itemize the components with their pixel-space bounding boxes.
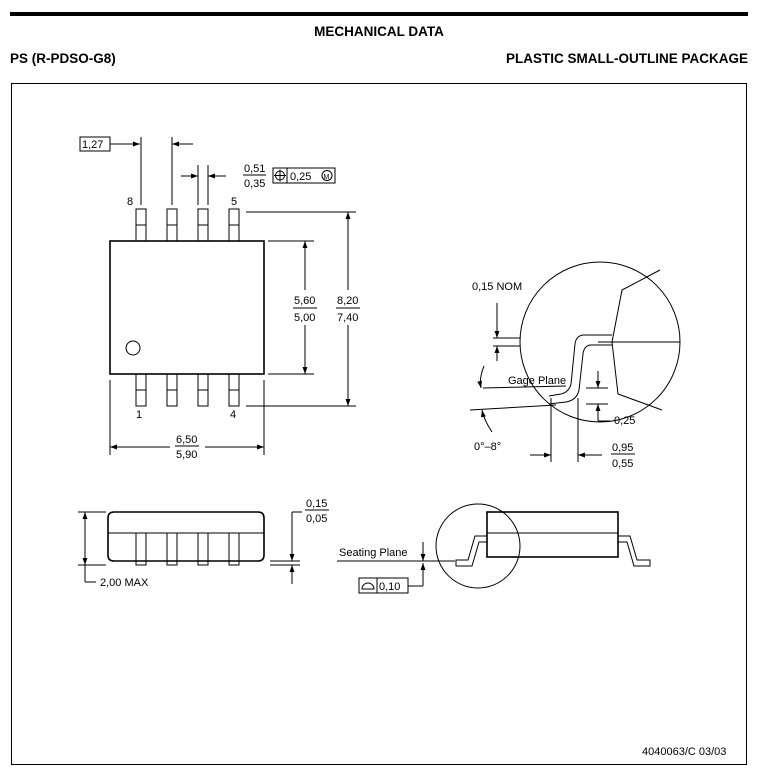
side-body bbox=[107, 511, 265, 562]
side-view: 2,00 MAX 0,15 0,05 bbox=[78, 498, 329, 589]
drawing-frame bbox=[11, 83, 747, 765]
body-length-max: 6,50 bbox=[176, 434, 197, 446]
overall-width-max: 8,20 bbox=[337, 295, 358, 307]
gage-height-value: 0,25 bbox=[614, 415, 635, 427]
body-width-min: 5,00 bbox=[294, 312, 315, 324]
body-width-dimension: 5,60 5,00 bbox=[268, 240, 317, 375]
top-view: 8 5 1 4 1,27 0,51 0,35 0, bbox=[79, 136, 360, 461]
seating-plane-label: Seating Plane bbox=[339, 547, 408, 559]
seating-detail-circle bbox=[435, 503, 521, 589]
lead-width-max: 0,51 bbox=[244, 163, 265, 175]
mmc-icon bbox=[321, 170, 333, 181]
body-length-dimension: 6,50 5,90 bbox=[109, 380, 265, 461]
lead-width-dimension: 0,51 0,35 0,25 M bbox=[181, 163, 336, 205]
pin-pitch-dimension: 1,27 bbox=[79, 136, 193, 205]
pin-label-8: 8 bbox=[127, 196, 133, 208]
angle-label: 0°–8° bbox=[474, 441, 501, 453]
standoff-min: 0,05 bbox=[306, 513, 327, 525]
top-leads bbox=[135, 208, 240, 242]
seating-view: Seating Plane 0,10 bbox=[337, 503, 651, 594]
profile-icon bbox=[361, 582, 375, 590]
body-length-min: 5,90 bbox=[176, 449, 197, 461]
lead-width-min: 0,35 bbox=[244, 178, 265, 190]
standoff-max: 0,15 bbox=[306, 498, 327, 510]
pin-label-1: 1 bbox=[136, 409, 142, 421]
overall-width-dimension: 8,20 7,40 bbox=[246, 211, 360, 407]
doc-code: 4040063/C 03/03 bbox=[642, 746, 726, 758]
pin1-indicator bbox=[125, 340, 141, 356]
pin-label-4: 4 bbox=[230, 409, 236, 421]
package-code: PS (R-PDSO-G8) bbox=[10, 51, 116, 66]
position-tolerance: 0,25 bbox=[290, 171, 311, 183]
pin-label-5: 5 bbox=[231, 196, 237, 208]
side-leads bbox=[135, 532, 240, 566]
gage-plane-label: Gage Plane bbox=[508, 375, 566, 387]
height-max: 2,00 MAX bbox=[100, 577, 149, 589]
pin-pitch-value: 1,27 bbox=[82, 139, 103, 151]
lead-thickness-label: 0,15 NOM bbox=[472, 281, 522, 293]
package-name: PLASTIC SMALL-OUTLINE PACKAGE bbox=[506, 51, 748, 66]
foot-length-max: 0,95 bbox=[612, 442, 633, 454]
foot-length-min: 0,55 bbox=[612, 458, 633, 470]
bottom-leads bbox=[135, 373, 240, 407]
seating-body bbox=[486, 511, 619, 558]
detail-view: Gage Plane 0,15 NOM 0,25 0°–8° 0,95 0,55 bbox=[469, 261, 681, 470]
coplanarity-frame bbox=[358, 577, 409, 594]
overall-width-min: 7,40 bbox=[337, 312, 358, 324]
page-title: MECHANICAL DATA bbox=[314, 24, 444, 39]
mmc-letter: M bbox=[324, 174, 330, 181]
body-width-max: 5,60 bbox=[294, 295, 315, 307]
coplanarity-value: 0,10 bbox=[379, 581, 400, 593]
package-body bbox=[109, 240, 265, 375]
header-rule bbox=[10, 12, 748, 16]
